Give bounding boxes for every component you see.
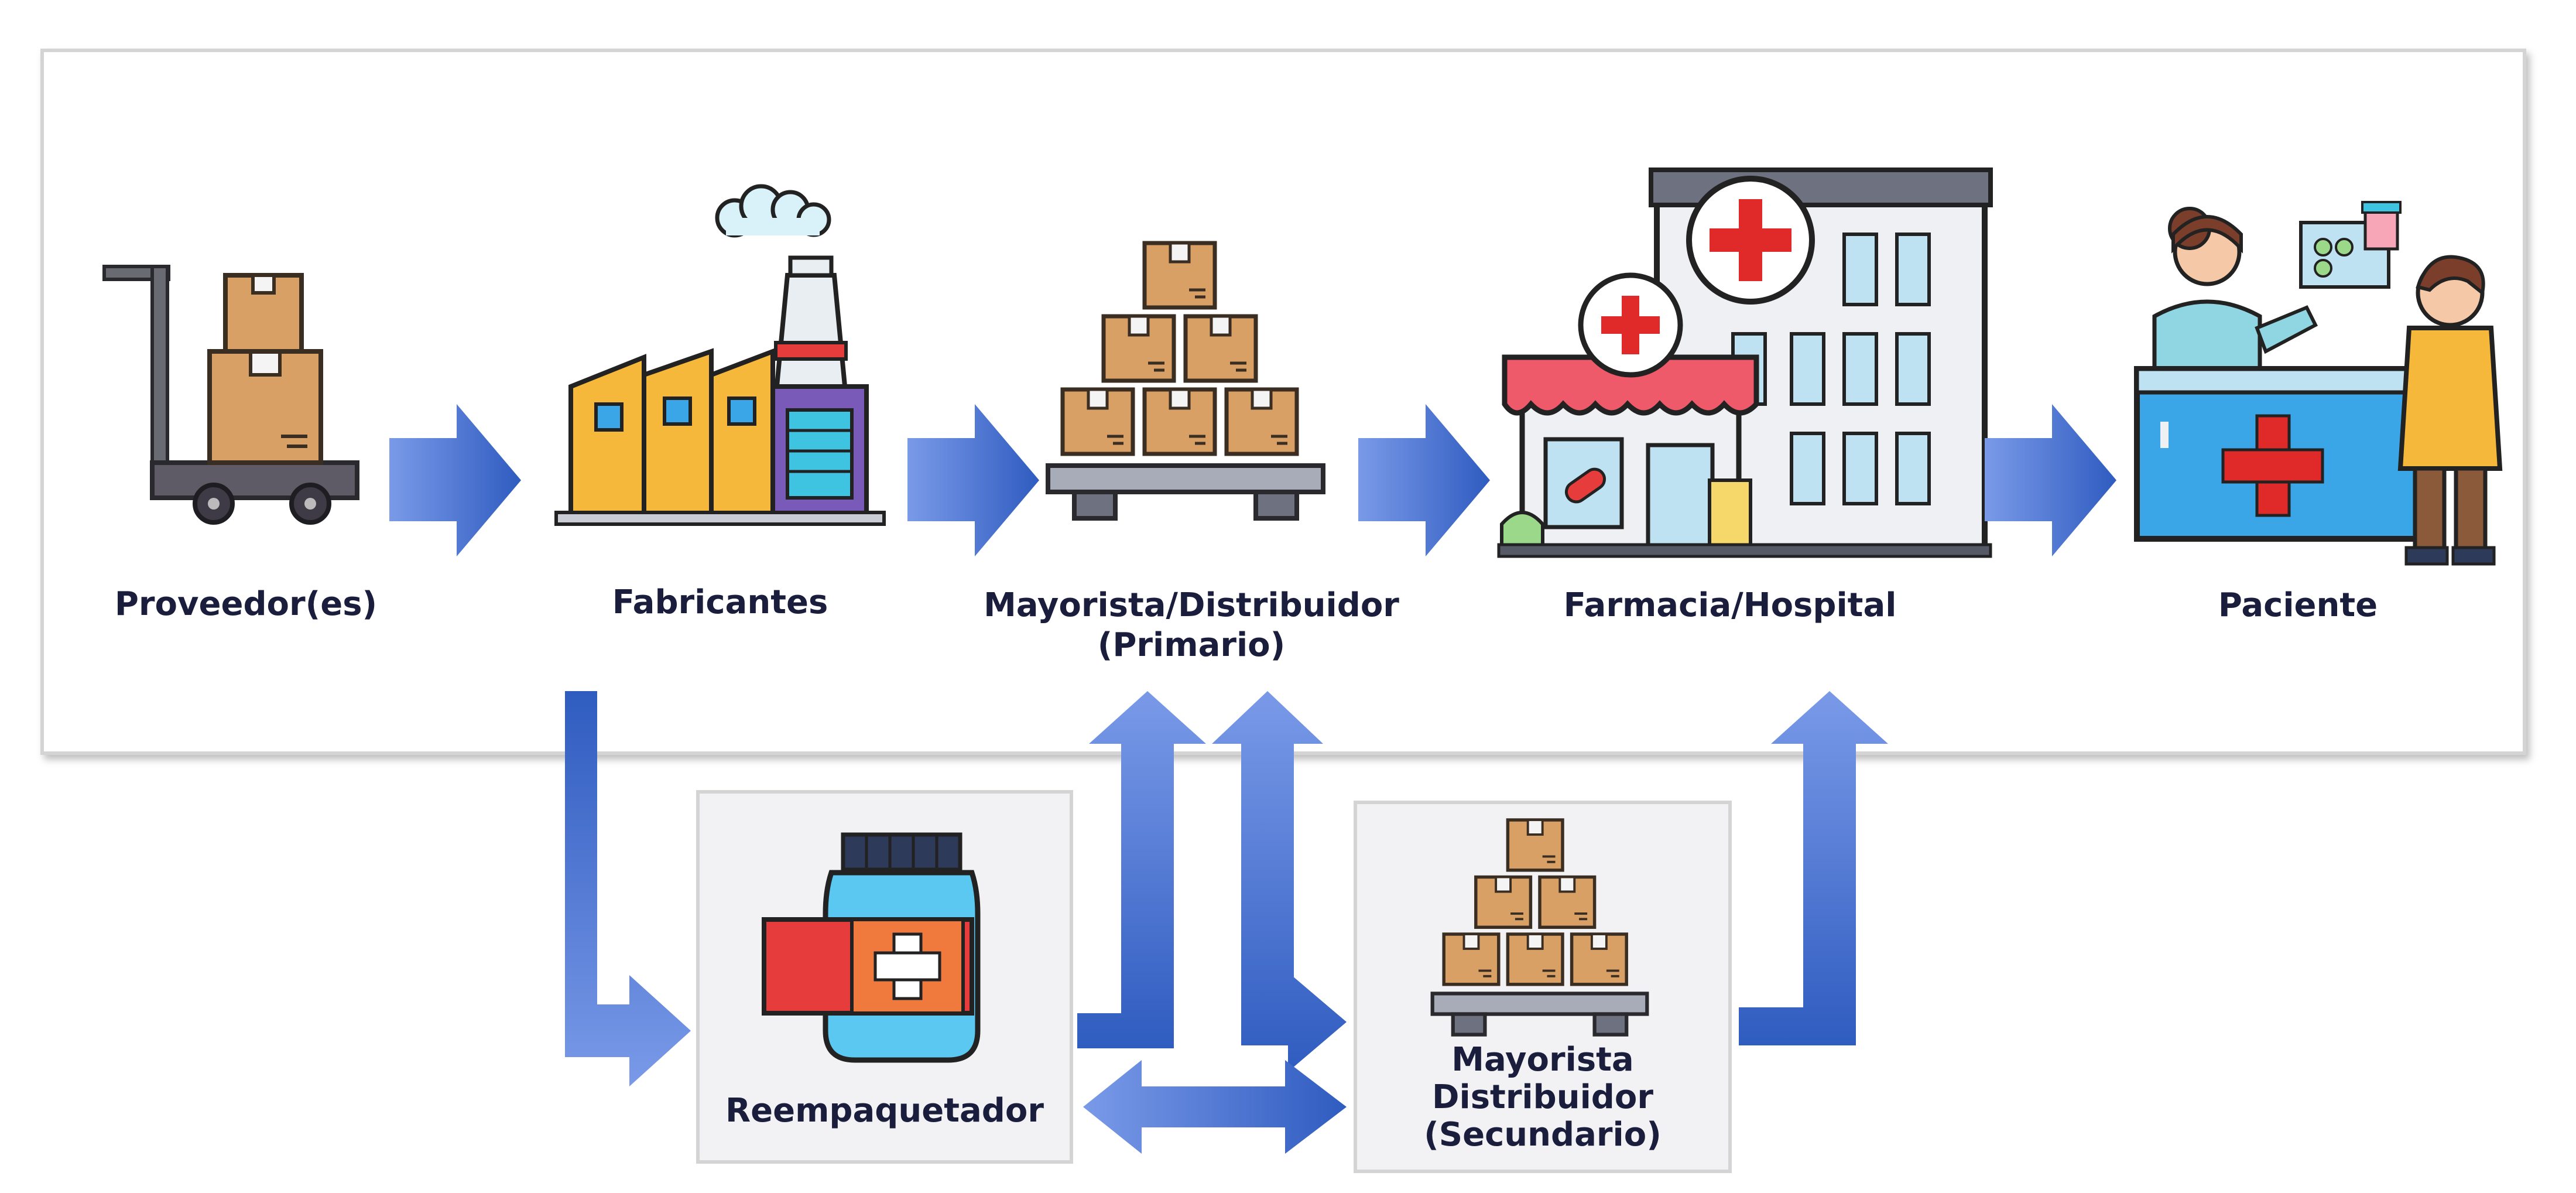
- pallet-boxes-icon: [1430, 820, 1649, 1037]
- pallet-boxes-icon: [1046, 243, 1325, 521]
- label-secondary-line3: (Secundario): [1424, 1116, 1662, 1154]
- hand-truck-boxes-icon: [102, 265, 359, 525]
- arrow-secondary-to-pharmacy: [1739, 691, 1888, 1045]
- label-manufacturer: Fabricantes: [612, 583, 828, 621]
- pharmacist-patient-counter-icon: [2134, 201, 2503, 566]
- arrow-primary-to-pharmacy: [1358, 404, 1490, 556]
- label-primary-line2: (Primario): [1098, 626, 1285, 664]
- factory-icon: [554, 184, 886, 526]
- label-secondary-line1: Mayorista: [1451, 1041, 1633, 1079]
- label-repackager: Reempaquetador: [725, 1092, 1044, 1130]
- arrow-pharmacy-to-patient: [1985, 404, 2116, 556]
- label-patient: Paciente: [2218, 586, 2378, 624]
- medicine-bottle-icon: [762, 832, 981, 1063]
- arrow-repackager-to-primary: [1077, 691, 1206, 1048]
- arrow-supplier-to-manufacturer: [389, 404, 521, 556]
- arrow-manufacturer-to-repackager: [565, 691, 691, 1086]
- label-secondary-line2: Distribuidor: [1432, 1078, 1653, 1116]
- label-primary-line1: Mayorista/Distribuidor: [984, 586, 1399, 624]
- arrow-repackager-secondary-bidirectional: [1083, 1060, 1347, 1154]
- arrow-primary-to-secondary: [1212, 691, 1347, 1072]
- pharmacy-hospital-building-icon: [1497, 168, 1993, 558]
- label-supplier: Proveedor(es): [115, 585, 377, 623]
- label-pharmacy: Farmacia/Hospital: [1564, 586, 1897, 624]
- arrow-manufacturer-to-primary: [907, 404, 1039, 556]
